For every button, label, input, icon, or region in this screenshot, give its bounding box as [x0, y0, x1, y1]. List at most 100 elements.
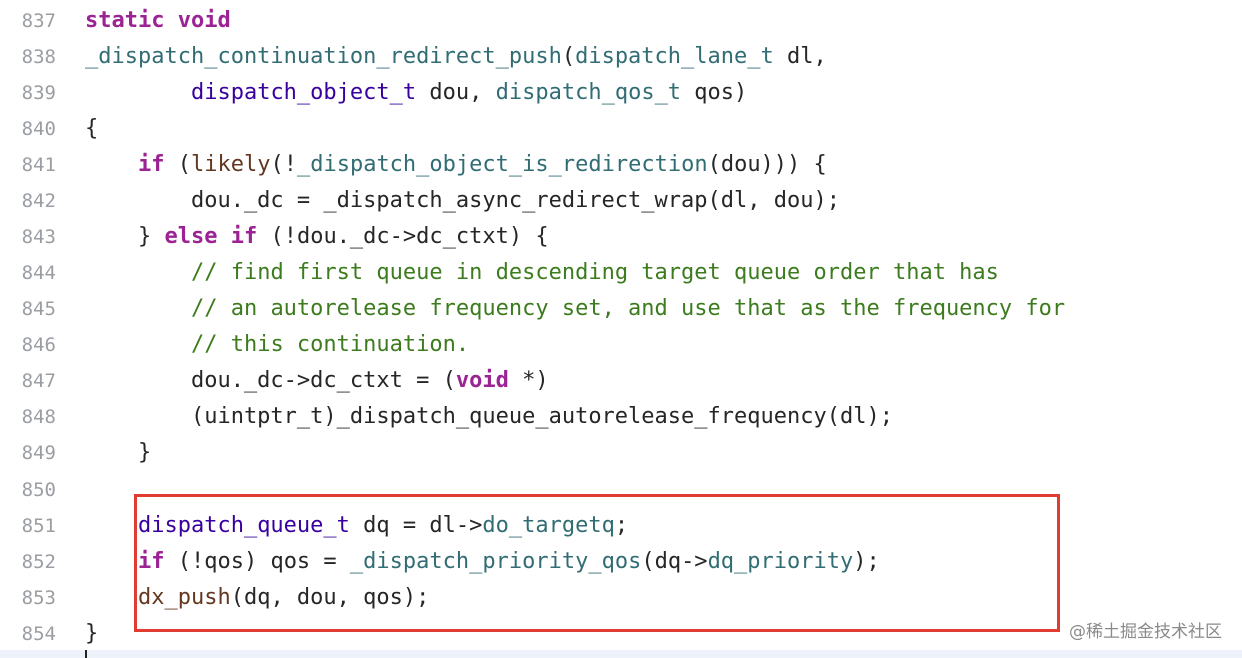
code-token	[85, 260, 191, 285]
code-text: // this continuation.	[85, 327, 469, 363]
code-token: do_targetq	[482, 513, 615, 538]
code-token	[164, 8, 177, 33]
line-number: 850	[21, 479, 56, 501]
code-token: (!	[270, 152, 297, 177]
code-text: if (likely(!_dispatch_object_is_redirect…	[85, 147, 827, 183]
line-number: 845	[21, 298, 56, 320]
code-token: *)	[508, 368, 549, 393]
code-text: (uintptr_t)_dispatch_queue_autorelease_f…	[85, 399, 893, 435]
code-token: }	[85, 621, 99, 646]
line-number: 838	[21, 46, 56, 68]
code-token: dispatch_lane_t	[575, 44, 774, 69]
code-token: );	[853, 549, 880, 574]
code-token: dispatch_object_t	[190, 80, 417, 105]
code-text: }	[85, 616, 98, 652]
code-line[interactable]: 839 dispatch_object_t dou, dispatch_qos_…	[0, 75, 1242, 111]
code-token: dispatch_qos_t	[495, 80, 682, 105]
code-line[interactable]: 844 // find first queue in descending ta…	[0, 255, 1242, 291]
code-token: _dispatch_priority_qos	[349, 549, 642, 574]
code-token: void	[177, 8, 231, 33]
code-line[interactable]: 849 }	[0, 435, 1242, 471]
code-token	[85, 585, 138, 610]
code-text: _dispatch_continuation_redirect_push(dis…	[85, 39, 827, 75]
code-token: static	[85, 8, 165, 33]
line-number: 846	[21, 334, 56, 356]
code-line[interactable]: 845 // an autorelease frequency set, and…	[0, 291, 1242, 327]
line-number: 854	[21, 623, 56, 645]
line-number: 849	[21, 442, 56, 464]
code-line[interactable]: 851 dispatch_queue_t dq = dl->do_targetq…	[0, 508, 1242, 544]
code-line[interactable]: 841 if (likely(!_dispatch_object_is_redi…	[0, 147, 1242, 183]
code-token: dq = dl->	[349, 513, 483, 538]
line-number: 837	[21, 10, 56, 32]
code-token: if	[137, 549, 165, 574]
editor-bottom-strip	[0, 650, 1242, 658]
code-token: (uintptr_t)_dispatch_queue_autorelease_f…	[85, 404, 893, 429]
code-token: (!qos) qos =	[164, 549, 350, 574]
code-line[interactable]: 838 _dispatch_continuation_redirect_push(…	[0, 39, 1242, 75]
code-text: }	[85, 435, 151, 471]
line-number: 843	[21, 226, 56, 248]
code-line[interactable]: 854}	[0, 616, 1242, 652]
line-number: 847	[21, 370, 56, 392]
code-line[interactable]: 847 dou._dc->dc_ctxt = (void *)	[0, 363, 1242, 399]
code-text: // find first queue in descending target…	[85, 255, 999, 291]
code-token	[85, 549, 138, 574]
code-line[interactable]: 843 } else if (!dou._dc->dc_ctxt) {	[0, 219, 1242, 255]
code-token: (dou))) {	[707, 152, 827, 177]
watermark: @稀土掘金技术社区	[1067, 617, 1224, 642]
line-number: 851	[21, 515, 56, 537]
code-token: dou,	[416, 80, 496, 105]
line-number: 841	[21, 154, 56, 176]
code-token: else	[164, 224, 218, 249]
code-token: ;	[614, 513, 629, 538]
code-text: // an autorelease frequency set, and use…	[85, 291, 1065, 327]
code-token: }	[85, 224, 165, 249]
code-line[interactable]: 837 static void	[0, 3, 1242, 39]
code-text: dou._dc = _dispatch_async_redirect_wrap(…	[85, 183, 840, 219]
code-line[interactable]: 848 (uintptr_t)_dispatch_queue_autorelea…	[0, 399, 1242, 435]
code-token: _dispatch_continuation_redirect_push	[85, 44, 562, 69]
code-token: dx_push	[137, 585, 231, 610]
code-token: }	[85, 440, 152, 465]
code-text: } else if (!dou._dc->dc_ctxt) {	[85, 219, 549, 255]
code-text: static void	[85, 3, 231, 39]
line-number: 842	[21, 190, 56, 212]
code-token	[85, 80, 191, 105]
code-token: if	[230, 224, 258, 249]
code-text: dx_push(dq, dou, qos);	[85, 580, 429, 616]
code-token: if	[137, 152, 165, 177]
line-number: 853	[21, 587, 56, 609]
code-token: // find first queue in descending target…	[190, 260, 999, 285]
code-line[interactable]: 852 if (!qos) qos = _dispatch_priority_q…	[0, 544, 1242, 580]
code-text: if (!qos) qos = _dispatch_priority_qos(d…	[85, 544, 880, 580]
code-token: // this continuation.	[190, 332, 470, 357]
code-token: // an autorelease frequency set, and use…	[190, 296, 1066, 321]
code-token	[85, 332, 191, 357]
code-line[interactable]: 850	[0, 472, 1242, 508]
code-token	[85, 296, 191, 321]
code-token: (dq, dou, qos);	[230, 585, 430, 610]
code-line[interactable]: 842 dou._dc = _dispatch_async_redirect_w…	[0, 183, 1242, 219]
code-token: (	[561, 44, 576, 69]
code-token: _dispatch_object_is_redirection	[296, 152, 708, 177]
code-token: (	[164, 152, 191, 177]
code-text: {	[85, 111, 98, 147]
code-line[interactable]: 840 {	[0, 111, 1242, 147]
code-token	[85, 513, 138, 538]
line-number: 840	[21, 118, 56, 140]
code-token: dq_priority	[707, 549, 854, 574]
code-line[interactable]: 846 // this continuation.	[0, 327, 1242, 363]
code-token: (!dou._dc->dc_ctxt) {	[257, 224, 549, 249]
line-number: 852	[21, 551, 56, 573]
code-text: dispatch_queue_t dq = dl->do_targetq;	[85, 508, 628, 544]
code-token: void	[455, 368, 509, 393]
line-number: 839	[21, 82, 56, 104]
code-token: (dq->	[641, 549, 708, 574]
line-number: 844	[21, 262, 56, 284]
code-token	[85, 152, 138, 177]
code-token: dispatch_queue_t	[137, 513, 350, 538]
code-text: dou._dc->dc_ctxt = (void *)	[85, 363, 549, 399]
code-line[interactable]: 853 dx_push(dq, dou, qos);	[0, 580, 1242, 616]
